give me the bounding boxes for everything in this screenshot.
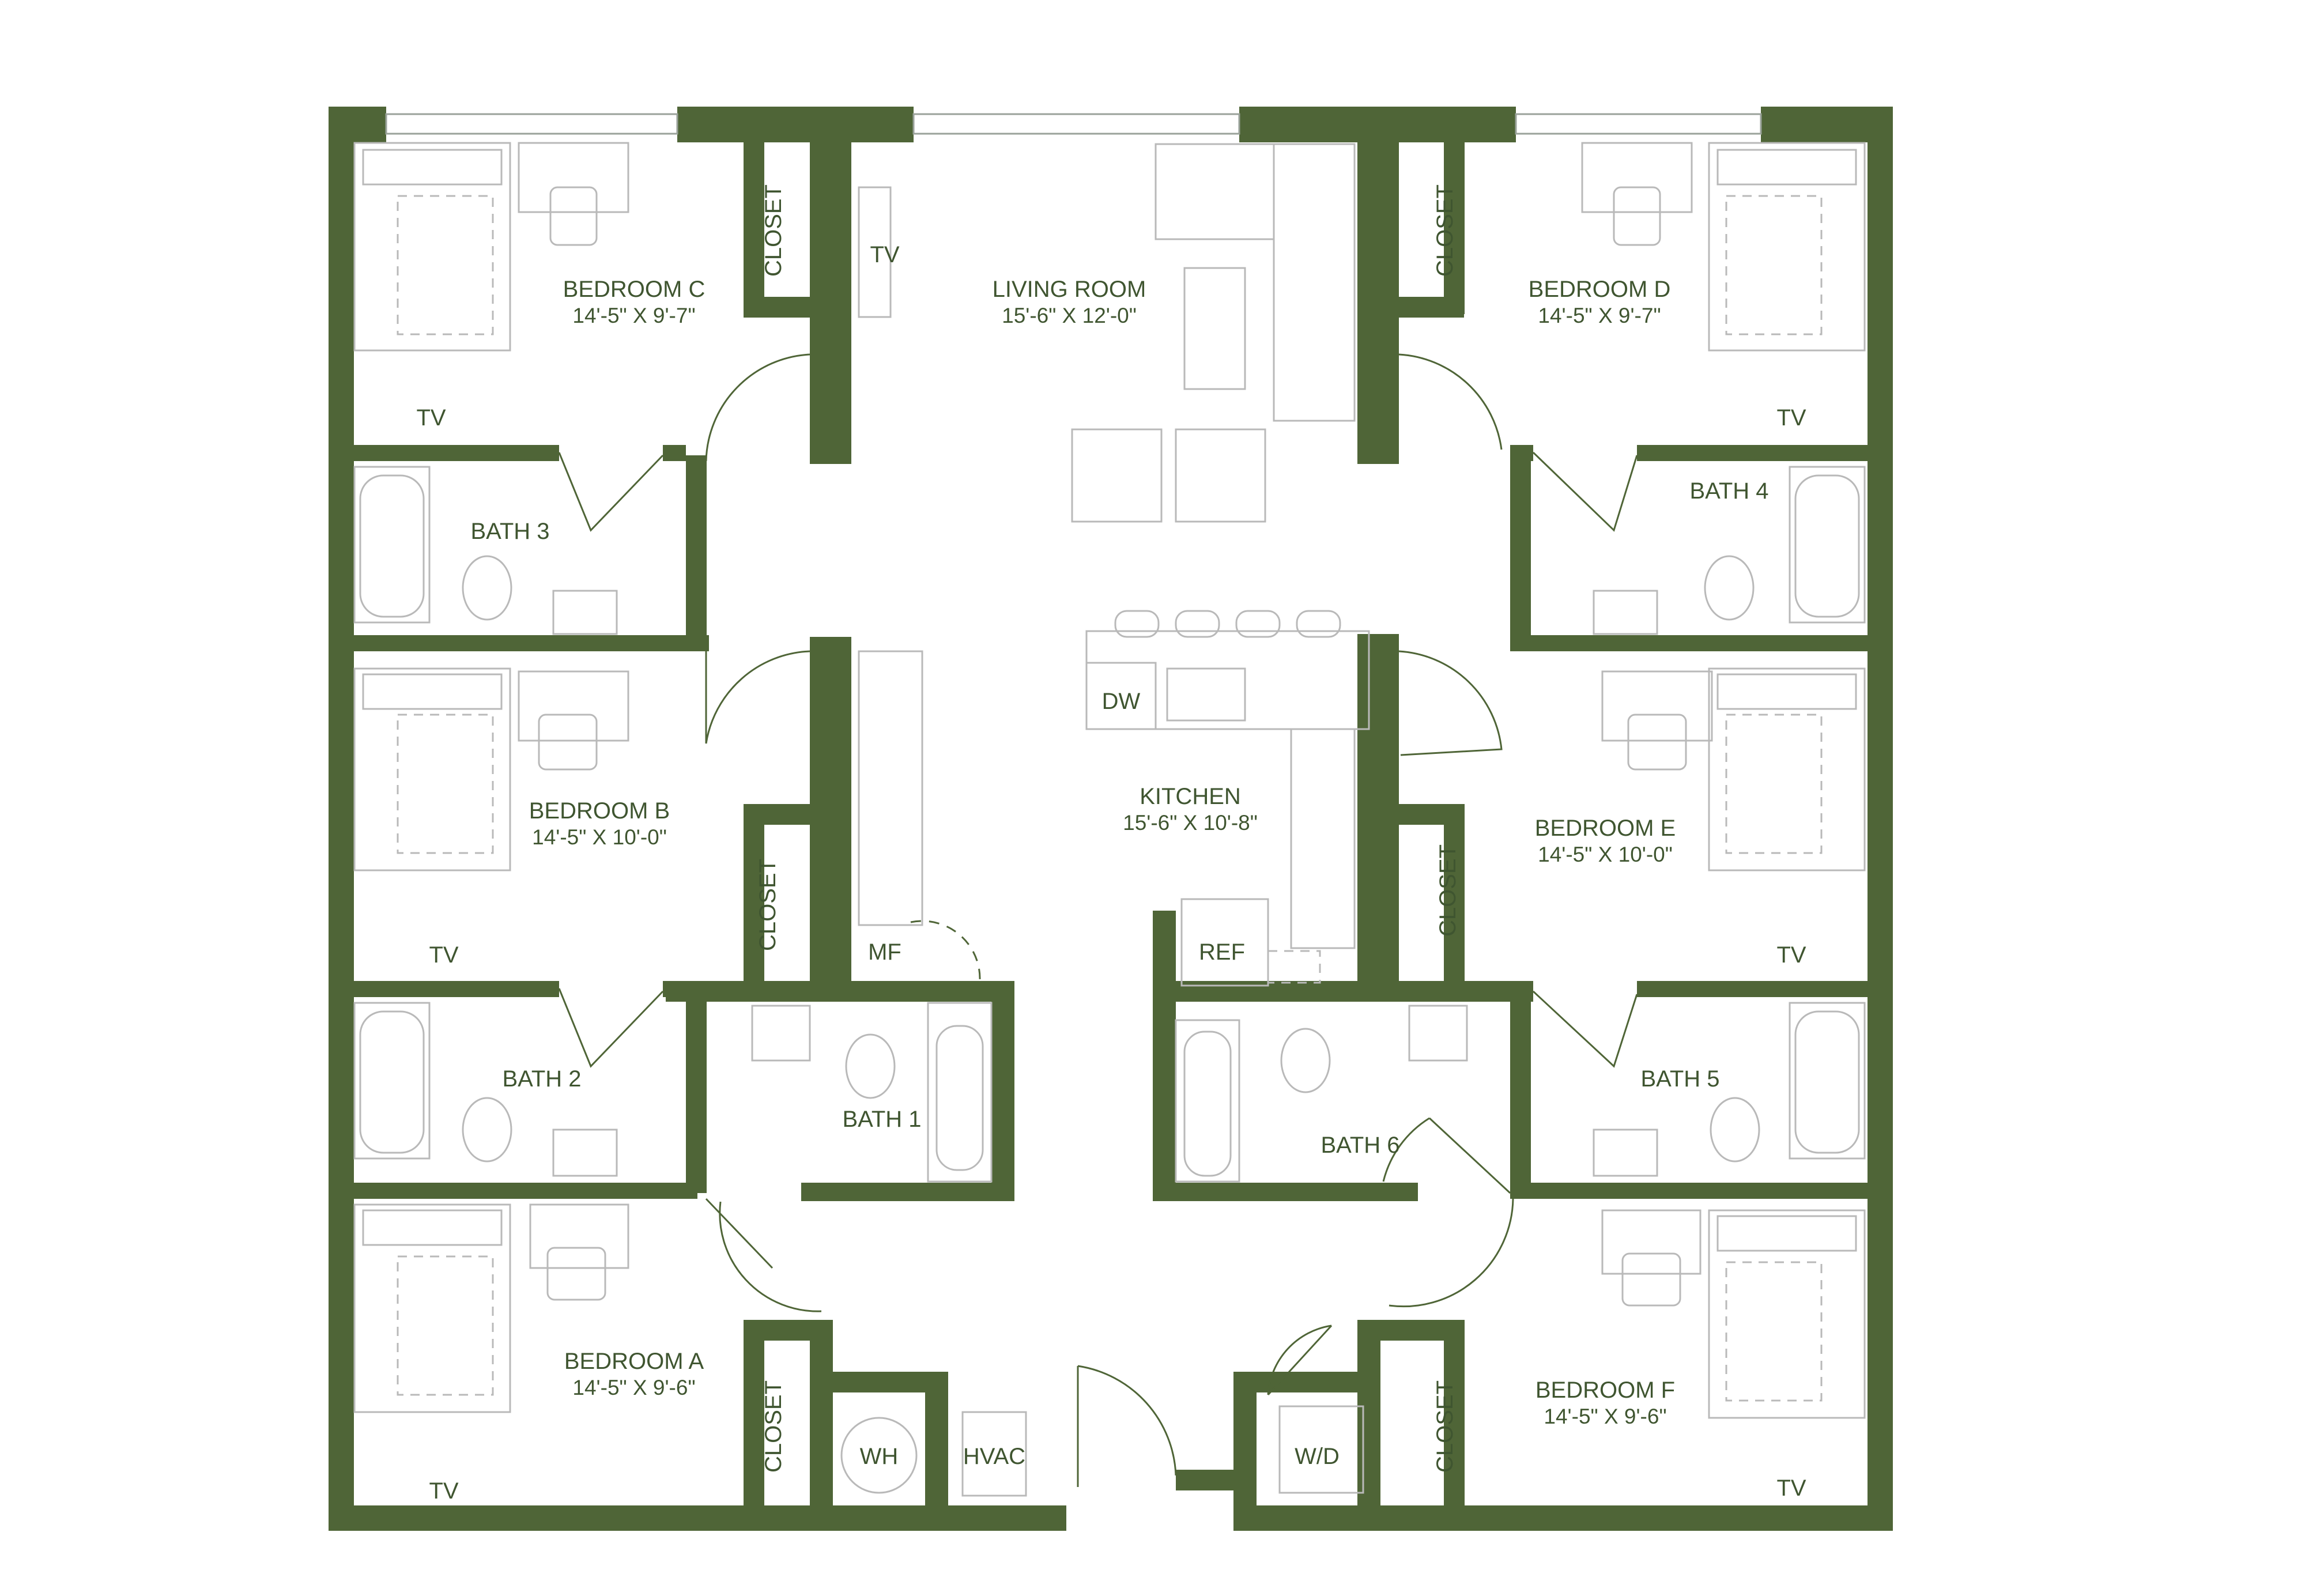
bedroom-a-dims: 14'-5" X 9'-6" <box>572 1376 695 1399</box>
hvac-label: HVAC <box>963 1444 1025 1469</box>
tv-bedroom-e-label: TV <box>1776 942 1806 968</box>
water-heater-label: WH <box>860 1444 899 1469</box>
living-room-label: LIVING ROOM <box>993 277 1146 302</box>
appliance-labels: TV TV TV TV TV TV TV DW MF REF WH HVAC W… <box>416 242 1806 1504</box>
microwave-fridge-label: MF <box>868 939 901 965</box>
tv-bedroom-a-label: TV <box>429 1478 458 1504</box>
bath-5-label: BATH 5 <box>1640 1066 1719 1092</box>
bedroom-d-dims: 14'-5" X 9'-7" <box>1538 304 1661 327</box>
bath-2-label: BATH 2 <box>502 1066 581 1092</box>
bedroom-f-dims: 14'-5" X 9'-6" <box>1544 1405 1666 1428</box>
bedroom-e-label: BEDROOM E <box>1535 816 1676 841</box>
closet-c-label: CLOSET <box>761 184 786 277</box>
dishwasher-label: DW <box>1102 689 1141 714</box>
bedroom-b-dims: 14'-5" X 10'-0" <box>532 825 667 849</box>
bedroom-a-label: BEDROOM A <box>564 1349 704 1374</box>
doors <box>558 353 1638 1487</box>
tv-bedroom-d-label: TV <box>1776 405 1806 431</box>
bath-1-label: BATH 1 <box>842 1107 921 1132</box>
refrigerator-label: REF <box>1199 939 1245 965</box>
furniture <box>353 142 1866 1497</box>
room-labels: BEDROOM C 14'-5" X 9'-7" BEDROOM D 14'-5… <box>470 277 1768 1428</box>
walls <box>329 107 1893 1531</box>
tv-bedroom-b-label: TV <box>429 942 458 968</box>
closet-e-label: CLOSET <box>1435 844 1461 937</box>
tv-bedroom-f-label: TV <box>1776 1475 1806 1501</box>
bedroom-c-label: BEDROOM C <box>563 277 705 302</box>
tv-bedroom-c-label: TV <box>416 405 446 431</box>
kitchen-dims: 15'-6" X 10'-8" <box>1123 811 1258 835</box>
bedroom-f-label: BEDROOM F <box>1535 1377 1675 1403</box>
bath-3-label: BATH 3 <box>470 519 549 544</box>
washer-dryer-label: W/D <box>1295 1444 1340 1469</box>
closet-d-label: CLOSET <box>1432 184 1458 277</box>
bedroom-e-dims: 14'-5" X 10'-0" <box>1538 843 1673 866</box>
closet-labels: CLOSET CLOSET CLOSET CLOSET CLOSET CLOSE… <box>755 184 1461 1473</box>
kitchen-label: KITCHEN <box>1140 784 1241 809</box>
tv-living-label: TV <box>870 242 899 267</box>
bath-6-label: BATH 6 <box>1321 1133 1399 1158</box>
bath-4-label: BATH 4 <box>1689 478 1768 504</box>
bedroom-b-label: BEDROOM B <box>529 798 670 824</box>
bedroom-d-label: BEDROOM D <box>1529 277 1671 302</box>
bedroom-c-dims: 14'-5" X 9'-7" <box>572 304 695 327</box>
closet-f-label: CLOSET <box>1432 1380 1458 1473</box>
living-room-dims: 15'-6" X 12'-0" <box>1002 304 1137 327</box>
closet-a-label: CLOSET <box>761 1380 786 1473</box>
closet-b-label: CLOSET <box>755 859 780 951</box>
